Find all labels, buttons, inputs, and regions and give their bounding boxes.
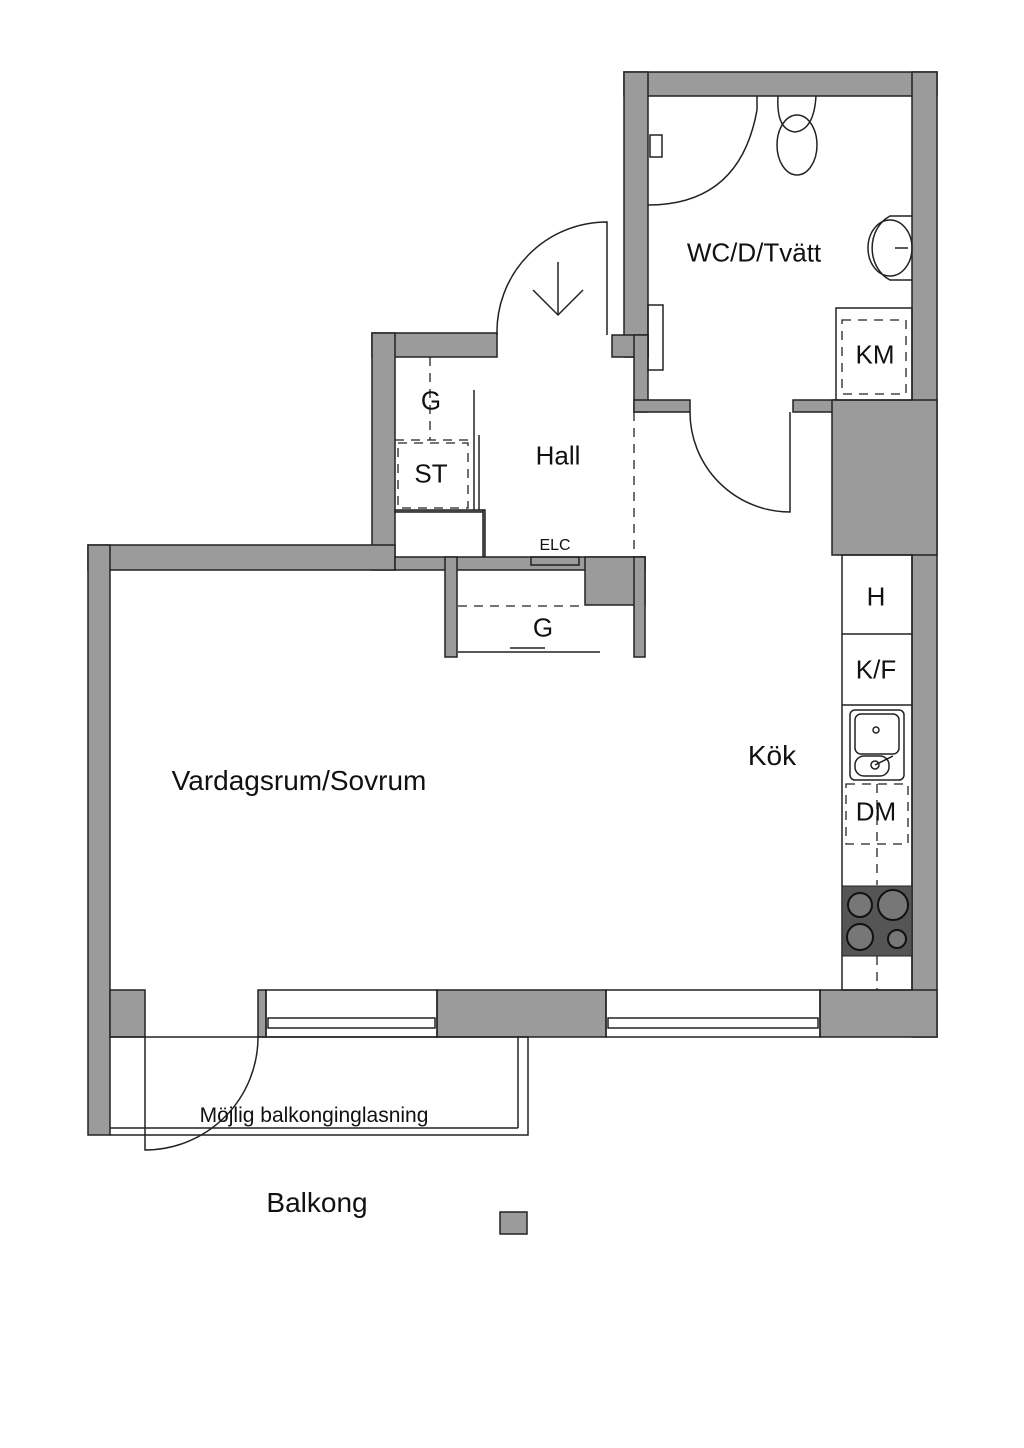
- shower-curtain: [647, 96, 758, 206]
- kitchen-sink-icon: [849, 709, 905, 781]
- shower-mixer-icon: [649, 134, 663, 158]
- bathroom-fixtures: [647, 95, 913, 401]
- label-electrical: ELC: [539, 537, 571, 554]
- entrance-arrow-icon: [532, 262, 584, 317]
- balcony-column: [499, 1211, 528, 1235]
- label-dishwasher: DM: [855, 796, 897, 827]
- radiator: [647, 304, 664, 371]
- label-storage: ST: [414, 458, 448, 489]
- label-fridge-freezer: K/F: [855, 654, 897, 685]
- room-label-living: Vardagsrum/Sovrum: [171, 765, 427, 796]
- label-wardrobe-hall: G: [420, 385, 442, 416]
- label-balcony-glazing: Möjlig balkonginglasning: [199, 1104, 429, 1127]
- room-label-hall: Hall: [535, 440, 581, 471]
- sink-icon: [867, 215, 913, 281]
- doors: [144, 221, 791, 1151]
- electrical-panel: [530, 556, 580, 566]
- toilet-icon: [776, 95, 818, 176]
- label-washing-machine: KM: [855, 339, 895, 370]
- room-label-kitchen: Kök: [747, 740, 797, 771]
- balcony-outline: [110, 1036, 529, 1235]
- room-label-bathroom: WC/D/Tvätt: [686, 237, 822, 268]
- closets: [395, 357, 585, 607]
- label-hood: H: [866, 581, 886, 612]
- label-wardrobe-living: G: [532, 612, 554, 643]
- room-label-balcony: Balkong: [266, 1187, 368, 1218]
- washing-machine: [835, 307, 913, 401]
- walls: [87, 71, 938, 1136]
- kitchen-fixtures: [841, 554, 913, 991]
